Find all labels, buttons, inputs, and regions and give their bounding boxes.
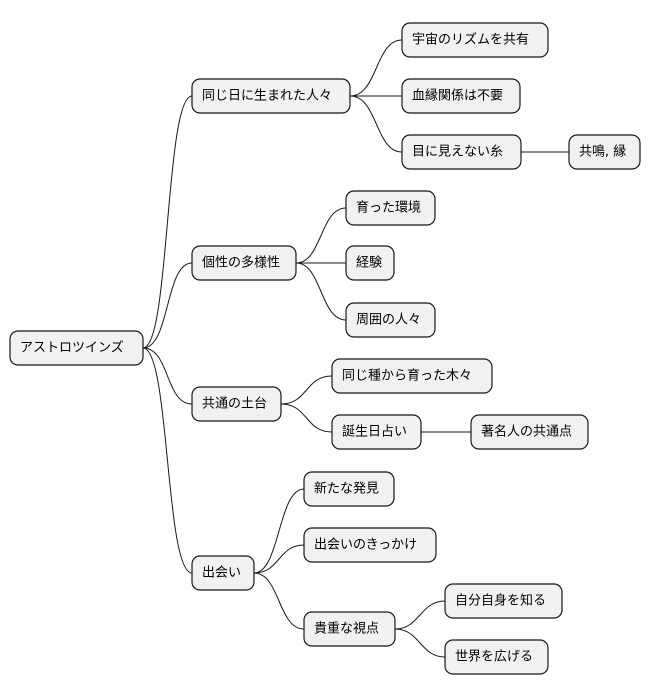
- edge-b2-c0: [280, 375, 333, 405]
- leaf-label: 誕生日占い: [342, 425, 407, 440]
- leaf-label: 著名人の共通点: [481, 424, 572, 440]
- edge-b0-c2: [349, 95, 403, 153]
- edge-b1-c2: [295, 262, 347, 321]
- leaf-label: 目に見えない糸: [412, 145, 503, 160]
- leaf-node: 経験: [345, 245, 395, 281]
- edge-root-b2: [142, 347, 193, 405]
- leaf-node: 共鳴, 縁: [568, 134, 641, 170]
- leaf-node: 育った環境: [345, 190, 436, 226]
- leaf-node: 目に見えない糸: [401, 134, 522, 170]
- edge-b3-c1: [253, 544, 305, 574]
- leaf-node: 自分自身を知る: [444, 583, 563, 619]
- branch-label: 出会い: [202, 566, 241, 581]
- leaf-label: 同じ種から育った木々: [342, 368, 472, 384]
- leaf-node: 血縁関係は不要: [401, 78, 521, 114]
- leaf-label: 周囲の人々: [356, 313, 421, 328]
- root-label: アストロツインズ: [20, 340, 124, 356]
- edge-b3-c2: [253, 572, 305, 630]
- edge-root-b1: [142, 262, 193, 349]
- branch-label: 同じ日に生まれた人々: [202, 89, 332, 104]
- leaf-node: 宇宙のリズムを共有: [401, 22, 549, 58]
- leaf-node: 出会いのきっかけ: [303, 527, 437, 563]
- branch-label: 個性の多様性: [202, 255, 280, 271]
- branch-label: 共通の土台: [202, 397, 267, 412]
- branch-node-individuality: 個性の多様性: [191, 245, 297, 281]
- edges: [142, 39, 569, 658]
- leaf-node: 貴重な視点: [303, 611, 396, 647]
- leaf-label: 育った環境: [356, 200, 421, 216]
- edge-root-b0: [142, 95, 193, 349]
- leaf-node: 周囲の人々: [345, 302, 436, 338]
- leaf-node: 誕生日占い: [331, 414, 422, 450]
- leaf-label: 自分自身を知る: [455, 593, 546, 609]
- edge-root-b3: [142, 347, 193, 574]
- leaf-node: 同じ種から育った木々: [331, 358, 493, 394]
- leaf-node: 新たな発見: [303, 471, 395, 507]
- leaf-label: 宇宙のリズムを共有: [412, 32, 529, 48]
- root-node: アストロツインズ: [9, 330, 144, 366]
- branch-node-birth: 同じ日に生まれた人々: [191, 78, 351, 114]
- edge-b0-c0: [349, 39, 403, 97]
- branch-node-foundation: 共通の土台: [191, 386, 282, 422]
- edge-b3-c0: [253, 488, 305, 574]
- edge-b2-c1: [280, 403, 333, 433]
- leaf-label: 新たな発見: [314, 481, 379, 497]
- edge-b3c2-g1: [394, 628, 446, 658]
- edge-b1-c0: [295, 207, 347, 264]
- leaf-label: 出会いのきっかけ: [314, 538, 417, 553]
- leaf-node: 著名人の共通点: [470, 414, 589, 450]
- leaf-label: 共鳴, 縁: [579, 144, 626, 160]
- leaf-label: 経験: [356, 256, 382, 271]
- branch-node-encounter: 出会い: [191, 555, 255, 591]
- leaf-label: 貴重な視点: [314, 621, 379, 637]
- leaf-label: 血縁関係は不要: [412, 88, 503, 104]
- leaf-node: 世界を広げる: [444, 639, 549, 675]
- edge-b3c2-g0: [394, 600, 446, 630]
- leaf-label: 世界を広げる: [455, 650, 533, 665]
